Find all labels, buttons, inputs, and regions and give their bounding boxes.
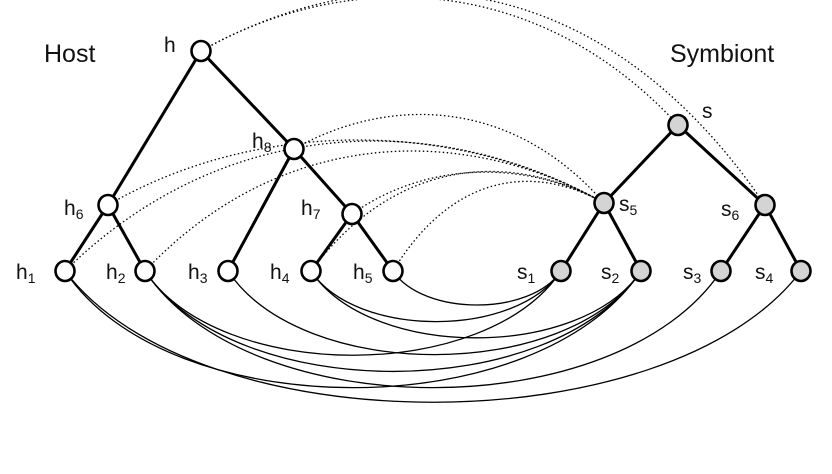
solid-link-h2-s2 bbox=[144, 270, 642, 373]
node-h8 bbox=[283, 137, 305, 161]
solid-link-h2-s1 bbox=[144, 270, 562, 356]
node-h4 bbox=[300, 259, 322, 283]
node-s3 bbox=[710, 259, 732, 283]
dotted-link-h1-s5 bbox=[64, 140, 605, 272]
solid-link-h1-s2 bbox=[64, 270, 642, 389]
solid-link-h3-s2 bbox=[227, 270, 642, 356]
node-h2 bbox=[134, 259, 156, 283]
dotted-association-links bbox=[64, 0, 766, 272]
node-s bbox=[667, 113, 689, 137]
node-label-s2: s2 bbox=[601, 261, 620, 286]
node-label-s3: s3 bbox=[683, 261, 702, 286]
dotted-link-h2-s5 bbox=[144, 150, 605, 272]
tree-edge-s5-s1 bbox=[559, 201, 606, 273]
tree-edge-s5-s2 bbox=[602, 201, 643, 273]
dotted-link-h6-s5 bbox=[107, 139, 605, 206]
node-label-s: s bbox=[702, 100, 713, 123]
node-s6 bbox=[754, 193, 776, 217]
symbiont-title: Symbiont bbox=[670, 40, 774, 68]
solid-link-h5-s1 bbox=[392, 270, 562, 306]
host-title: Host bbox=[44, 40, 95, 68]
node-h bbox=[190, 39, 212, 63]
tree-edges bbox=[63, 49, 803, 273]
dotted-link-h8-s5 bbox=[293, 113, 605, 204]
node-label-h1: h1 bbox=[16, 261, 36, 286]
tree-edge-h-h8 bbox=[199, 49, 296, 151]
solid-link-h2-s3 bbox=[144, 270, 722, 389]
node-label-s1: s1 bbox=[517, 261, 536, 286]
node-s5 bbox=[593, 191, 615, 215]
tree-nodes bbox=[54, 39, 812, 283]
tree-edge-s-s5 bbox=[602, 123, 680, 205]
dotted-link-h7-s5 bbox=[351, 171, 605, 215]
tree-edge-h8-h3 bbox=[226, 147, 296, 273]
dotted-link-h-s6 bbox=[200, 0, 766, 206]
node-h6 bbox=[97, 193, 119, 217]
tree-edge-h8-h7 bbox=[292, 147, 354, 216]
node-label-h7: h7 bbox=[301, 197, 321, 222]
node-label-s6: s6 bbox=[721, 198, 740, 223]
node-label-s4: s4 bbox=[755, 261, 774, 286]
node-h5 bbox=[382, 259, 404, 283]
tree-edge-s-s6 bbox=[676, 123, 767, 207]
tree-edge-s6-s4 bbox=[763, 203, 803, 273]
dotted-link-h4-s5 bbox=[310, 170, 605, 272]
node-label-h2: h2 bbox=[106, 261, 126, 286]
node-label-h6: h6 bbox=[64, 197, 84, 222]
solid-association-links bbox=[64, 270, 802, 403]
tree-edge-h-h6 bbox=[106, 49, 203, 207]
tree-edge-h6-h2 bbox=[106, 203, 147, 273]
tree-edge-h7-h5 bbox=[350, 212, 395, 273]
node-label-h8: h8 bbox=[252, 130, 272, 155]
tree-edge-h6-h1 bbox=[63, 203, 110, 273]
tree-edge-s6-s3 bbox=[719, 203, 767, 273]
node-s1 bbox=[550, 259, 572, 283]
node-label-h: h bbox=[164, 34, 176, 57]
node-s4 bbox=[790, 259, 812, 283]
tree-edge-h7-h4 bbox=[309, 212, 354, 273]
solid-link-h1-s4 bbox=[64, 270, 802, 403]
node-label-h3: h3 bbox=[188, 261, 208, 286]
dotted-link-h5-s5 bbox=[392, 180, 605, 272]
node-label-s5: s5 bbox=[619, 193, 638, 218]
solid-link-h4-s2 bbox=[310, 270, 642, 339]
node-label-h4: h4 bbox=[270, 261, 290, 286]
node-s2 bbox=[630, 259, 652, 283]
solid-link-h4-s1 bbox=[310, 270, 562, 323]
node-label-h5: h5 bbox=[353, 261, 373, 286]
node-h1 bbox=[54, 259, 76, 283]
node-h3 bbox=[217, 259, 239, 283]
node-h7 bbox=[341, 202, 363, 226]
dotted-link-h-s bbox=[200, 0, 679, 126]
node-labels: h h1 h2 h3 h4 h5 h6 h7 h8 s s1 s2 s3 s4 s5 s6 bbox=[16, 34, 774, 286]
